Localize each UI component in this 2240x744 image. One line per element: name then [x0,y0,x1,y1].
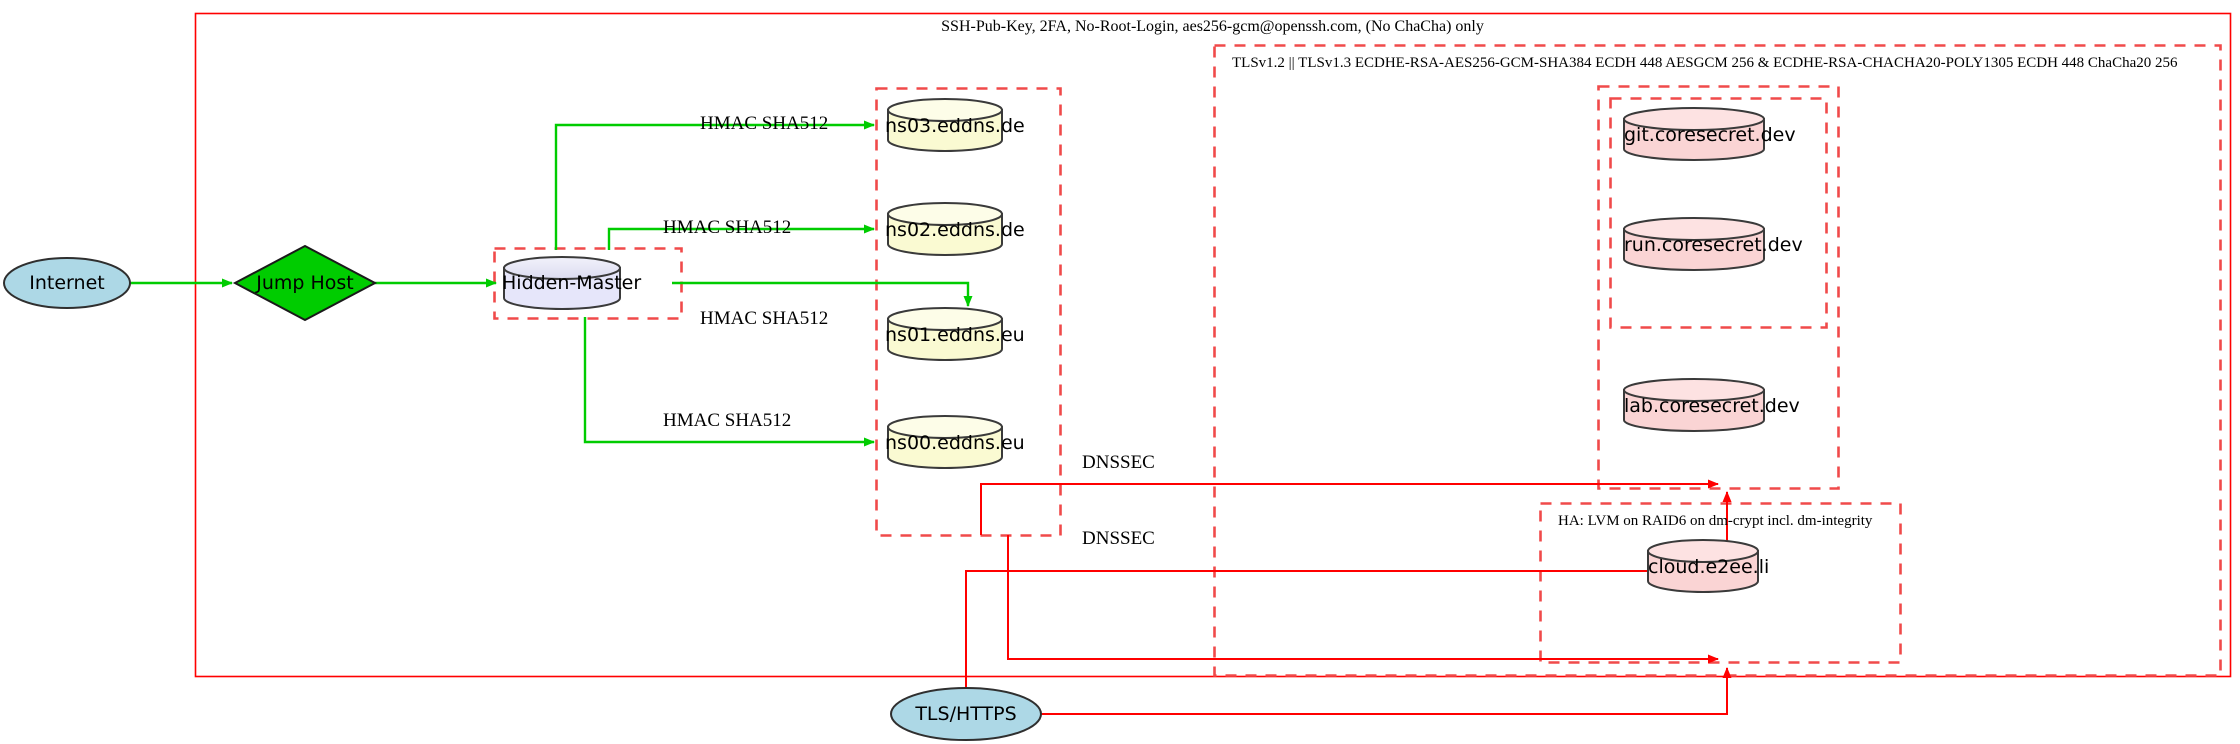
node-lab-coresecret-dev[interactable] [1623,378,1765,432]
cluster-tls-label: TLSv1.2 || TLSv1.3 ECDHE-RSA-AES256-GCM-… [1232,55,2178,71]
cluster-coresecret-inner [1609,97,1828,329]
node-run-coresecret-dev[interactable] [1623,217,1765,271]
edge-hidden-master-to-ns00 [583,317,875,447]
node-ns03[interactable] [887,98,1003,152]
edge-hidden-master-to-ns03 [554,120,875,250]
cluster-ha-label: HA: LVM on RAID6 on dm-crypt incl. dm-in… [1558,513,1873,529]
node-ns02[interactable] [887,202,1003,256]
cluster-ssh-outer-label: SSH-Pub-Key, 2FA, No-Root-Login, aes256-… [941,18,1484,35]
edge-label-hmac-ns02: HMAC SHA512 [663,217,792,238]
edge-hidden-master-to-ns02 [607,224,875,250]
edge-dnssec-to-ha [1007,535,1719,664]
cluster-ns-servers [875,87,1062,537]
node-git-coresecret-dev[interactable] [1623,107,1765,161]
edge-label-dnssec-ha: DNSSEC [1082,528,1155,549]
edge-label-hmac-ns03: HMAC SHA512 [700,113,829,134]
cluster-ha [1539,502,1902,664]
node-cloud-e2ee-li[interactable] [1647,539,1759,593]
edge-label-dnssec-coresecret: DNSSEC [1082,452,1155,473]
node-internet[interactable] [3,257,131,309]
node-ns01[interactable] [887,307,1003,361]
edge-hidden-master-to-ns01 [672,281,973,307]
node-hidden-master[interactable] [503,256,621,310]
edge-label-hmac-ns01: HMAC SHA512 [700,308,829,329]
node-ns00[interactable] [887,415,1003,469]
edge-label-hmac-ns00: HMAC SHA512 [663,410,792,431]
edge-dnssec-to-coresecret [980,479,1719,535]
edge-tls-to-coresecret [965,491,1732,714]
cluster-ssh-outer [194,12,2232,678]
cluster-tls [1213,44,2222,677]
node-jump-host[interactable] [232,244,378,322]
cluster-coresecret-outer [1597,85,1840,490]
node-tls-https[interactable] [890,687,1042,741]
edge-tls-to-ha [1040,667,1732,715]
